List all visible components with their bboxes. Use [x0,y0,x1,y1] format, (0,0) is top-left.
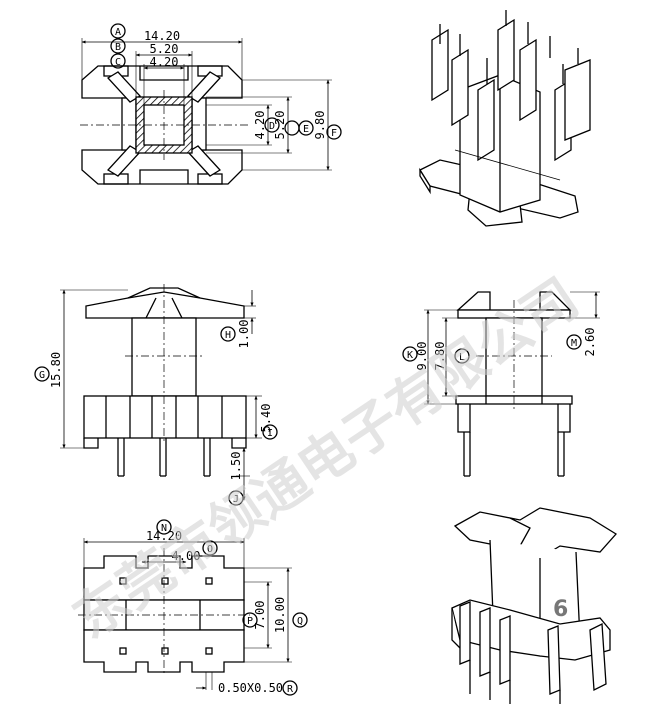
label-E: E [303,124,309,135]
label-D: D [269,121,275,132]
dim-I-value: 5.40 [259,404,273,433]
dim-L-value: 7.80 [433,342,447,371]
dim-F-value: 9.80 [313,111,327,140]
dim-R-value: 0.50X0.50 [218,681,283,695]
dim-A-value: 14.20 [144,29,180,43]
dim-M-value: 2.60 [583,328,597,357]
label-J: J [233,494,239,505]
label-C: C [115,57,121,68]
bottom-view [78,519,308,696]
label-M: M [571,338,577,349]
dim-P-value: 7.00 [253,601,267,630]
label-F: F [331,128,337,139]
label-O: O [207,544,213,555]
label-I: I [267,428,273,439]
dim-D-value: 4.20 [253,111,267,140]
label-P: P [247,616,253,627]
side-view [402,291,600,477]
isometric-view-pins-down [451,507,618,704]
dim-B-value: 5.20 [150,42,179,56]
label-K: K [407,350,413,361]
label-H: H [225,330,231,341]
label-Q: Q [297,616,303,627]
dim-O-value: 4.00 [172,549,201,563]
label-R: R [287,684,294,695]
label-B: B [115,42,121,53]
label-G: G [39,370,45,381]
dim-C-value: 4.20 [150,55,179,69]
isometric-view-pins-up [419,10,591,227]
dim-H-value: 1.00 [237,320,251,349]
label-A: A [115,27,121,38]
dim-J-value: 1.50 [229,452,243,481]
page-number: 6 [553,597,568,622]
front-view [34,284,278,506]
top-view [80,23,342,185]
dim-N-value: 14.20 [146,529,182,543]
dim-G-value: 15.80 [49,352,63,388]
label-L: L [459,352,465,363]
dim-E-value: 5.20 [273,111,287,140]
label-N: N [161,523,167,534]
dim-K-value: 9.00 [415,342,429,371]
dim-Q-value: 10.00 [273,597,287,633]
